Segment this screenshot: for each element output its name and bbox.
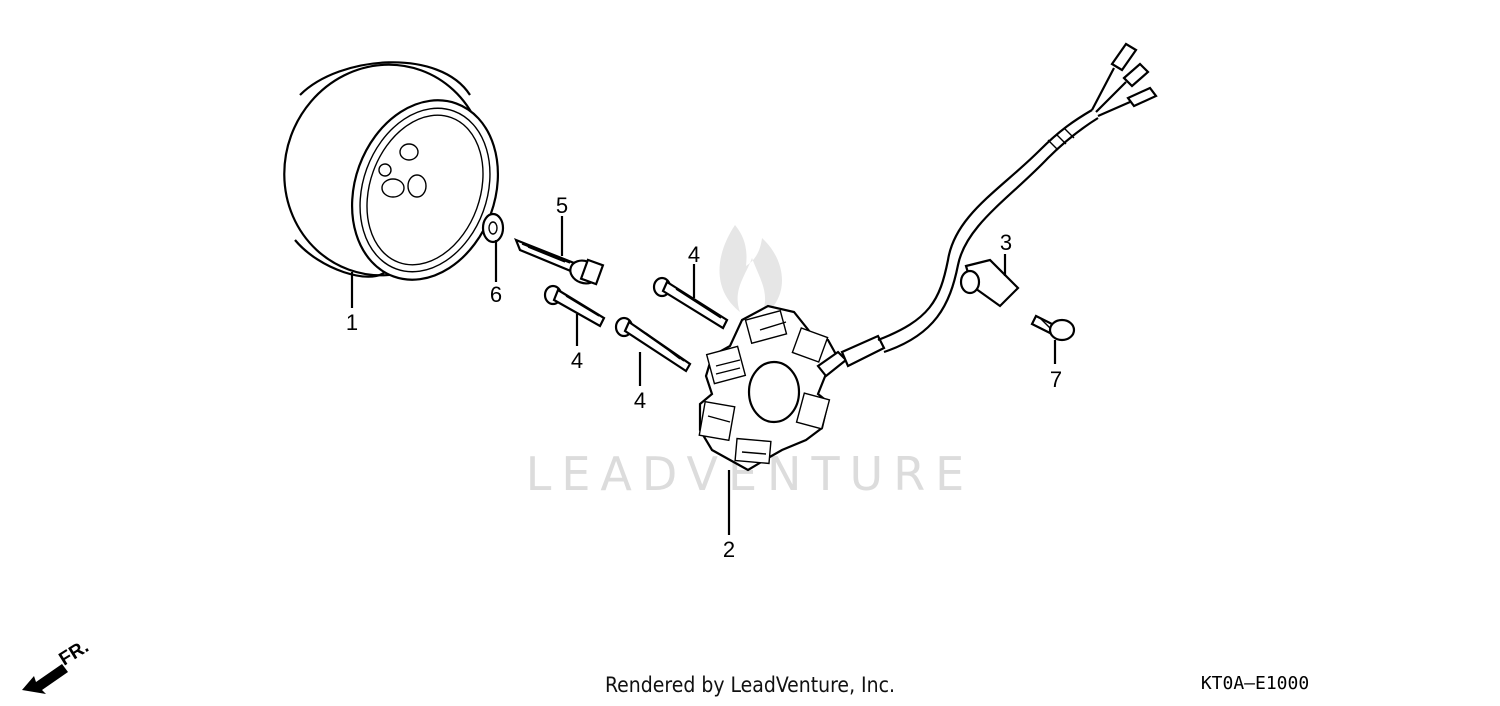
front-direction-indicator: FR. bbox=[22, 636, 93, 694]
render-credit: Rendered by LeadVenture, Inc. bbox=[605, 673, 895, 697]
diagram-code: KT0A—E1000 bbox=[1200, 673, 1310, 694]
clamp-part bbox=[959, 258, 1020, 308]
callout-numbers: 1 2 3 4 4 4 5 6 7 bbox=[346, 193, 1062, 562]
callout-2: 2 bbox=[723, 537, 735, 562]
callout-3: 3 bbox=[1000, 230, 1012, 255]
screw-part-a bbox=[543, 284, 606, 328]
screw-part-c bbox=[652, 276, 729, 330]
screw-part-b bbox=[614, 316, 692, 373]
flange-bolt-part bbox=[514, 238, 605, 286]
callout-7: 7 bbox=[1050, 367, 1062, 392]
callout-1: 1 bbox=[346, 310, 358, 335]
washer-part bbox=[481, 212, 505, 244]
callout-6: 6 bbox=[490, 282, 502, 307]
callout-4c: 4 bbox=[688, 242, 700, 267]
callout-4a: 4 bbox=[571, 348, 583, 373]
callout-5: 5 bbox=[556, 193, 568, 218]
leader-lines bbox=[350, 216, 1057, 535]
wire-harness-part bbox=[877, 42, 1158, 354]
bolt-part-7 bbox=[1030, 314, 1076, 342]
watermark-flame-logo bbox=[719, 225, 782, 318]
callout-4b: 4 bbox=[634, 388, 646, 413]
flywheel-part bbox=[283, 61, 500, 281]
front-arrow-icon bbox=[22, 664, 68, 694]
stator-part bbox=[698, 304, 886, 472]
